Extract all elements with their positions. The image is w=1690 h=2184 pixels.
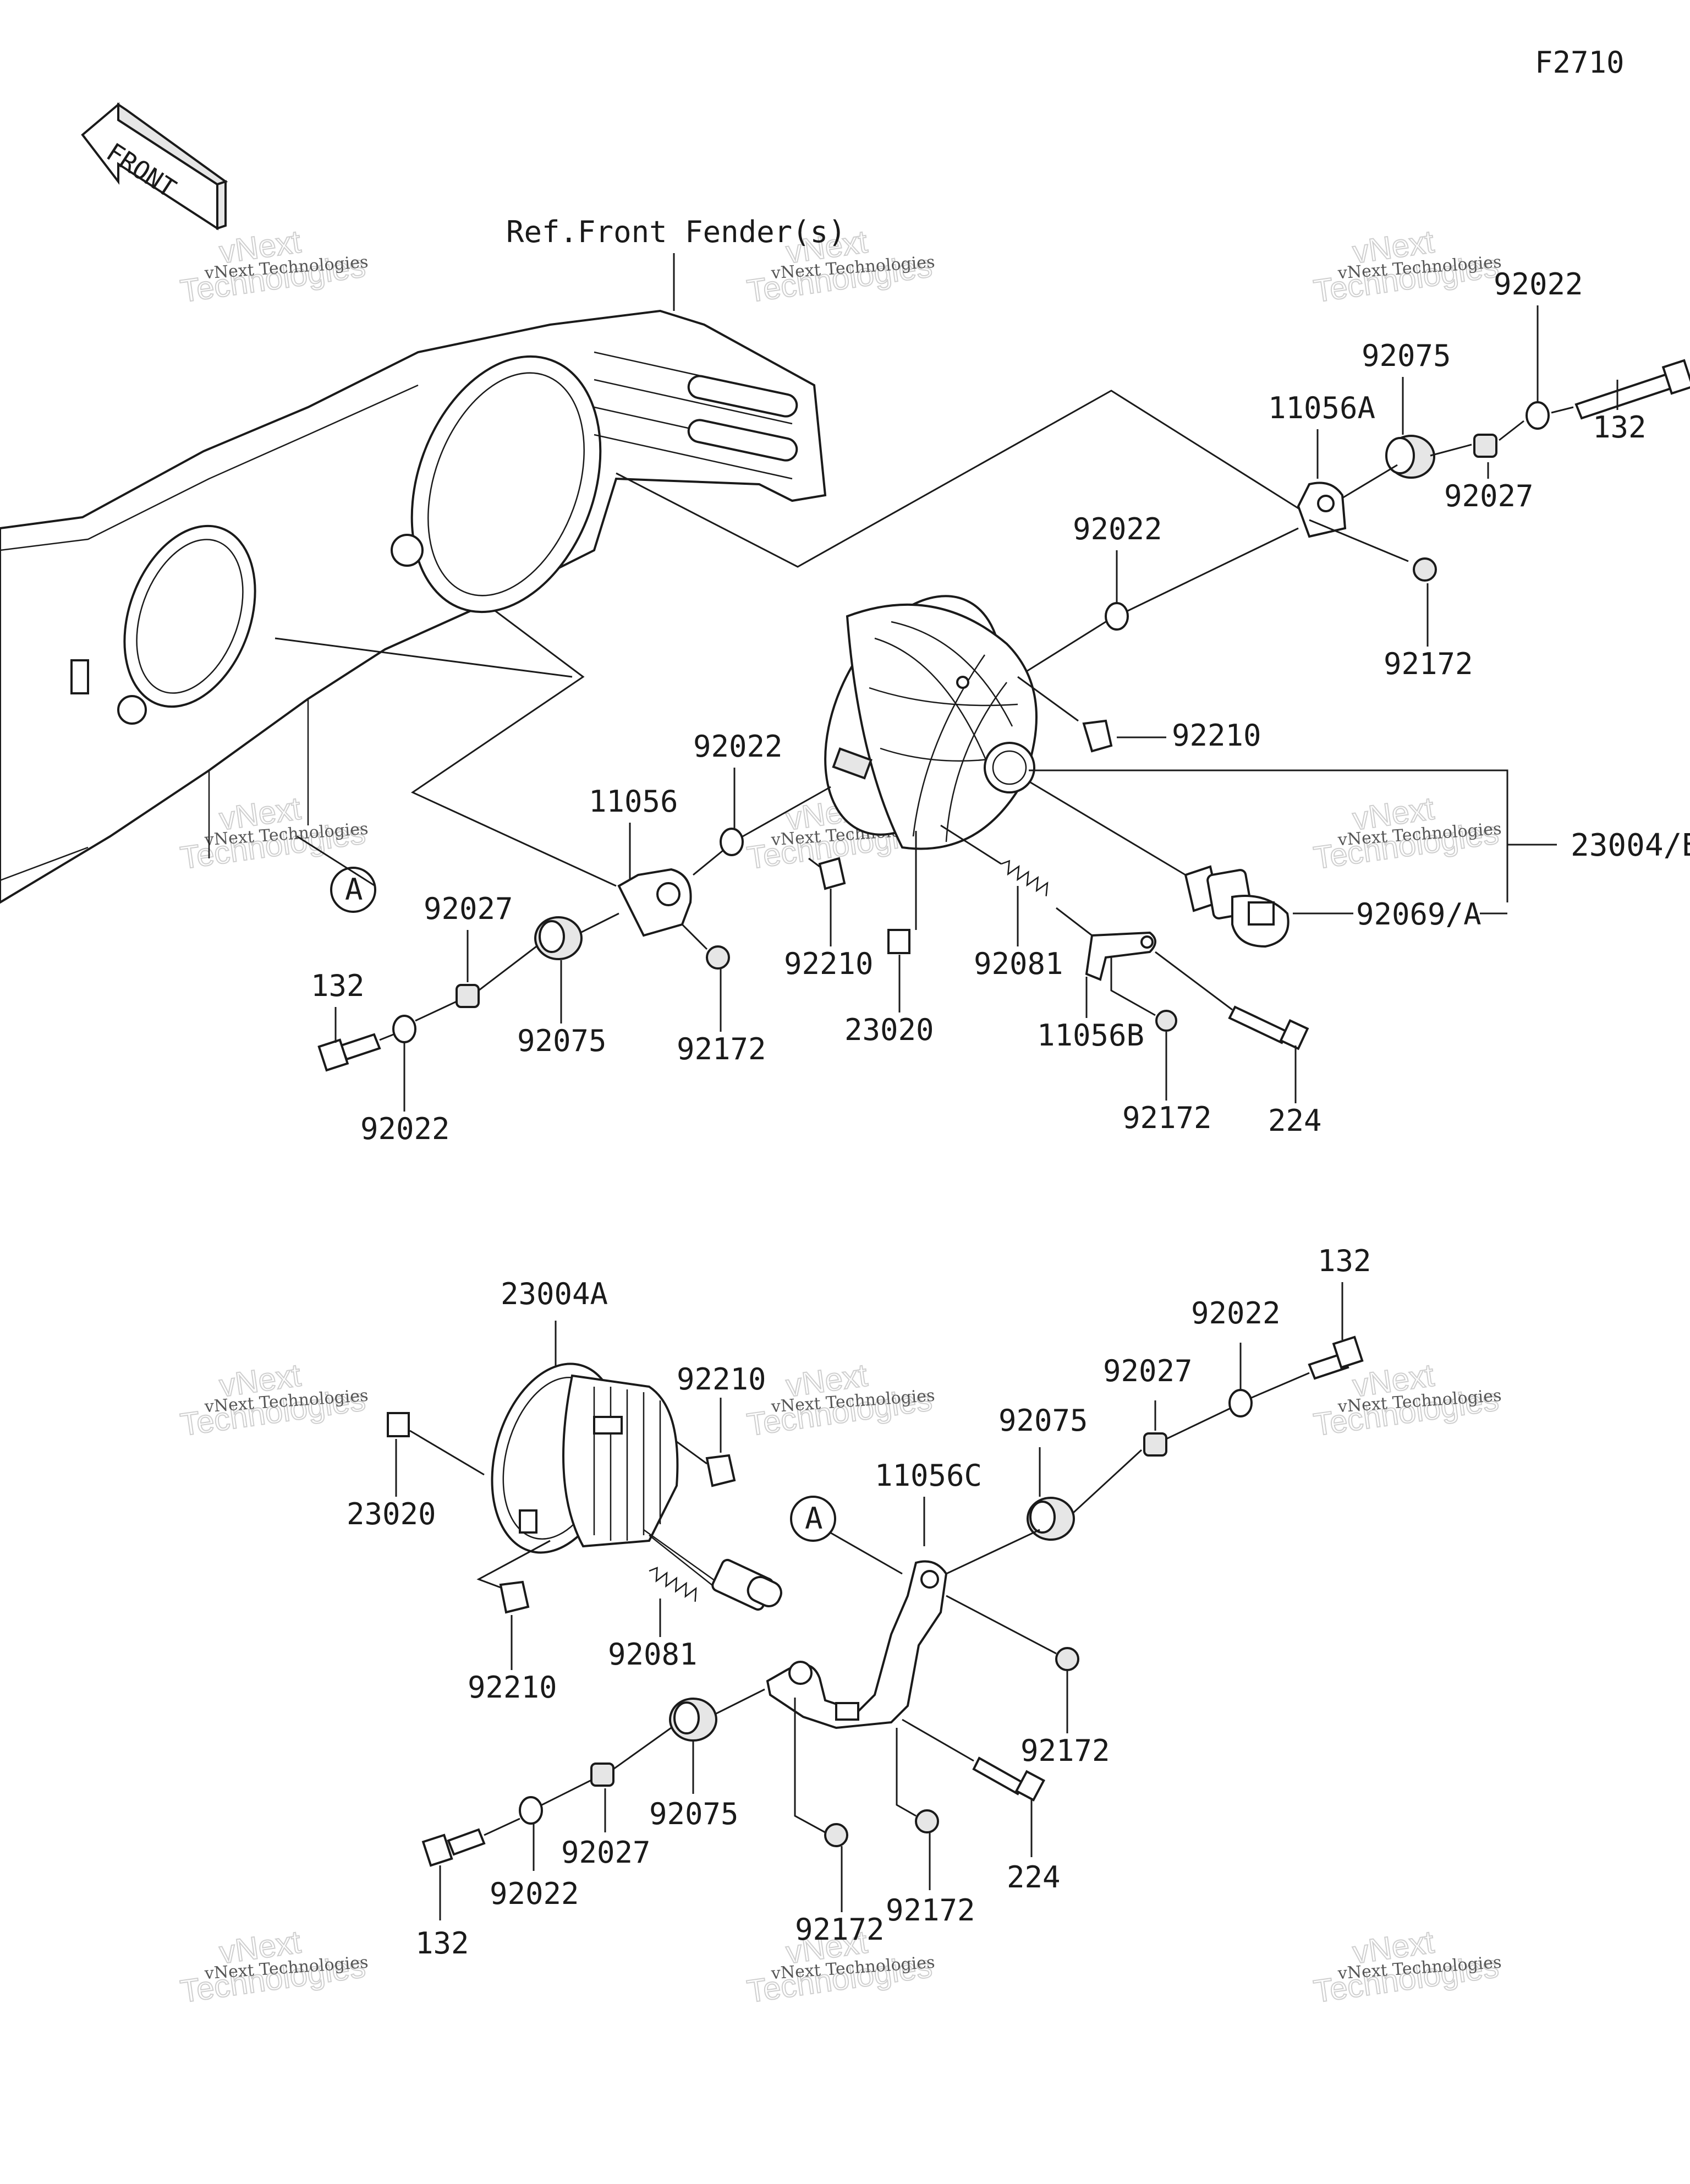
bracket-11056-group: [317, 786, 831, 1072]
bracket-11056C: [766, 1560, 948, 1729]
screw-92172: [915, 1809, 939, 1833]
screw-92172: [1155, 1010, 1177, 1032]
screw-92172: [824, 1823, 848, 1847]
washer-92022: [1526, 401, 1550, 430]
part-label: 92081: [608, 1637, 698, 1672]
part-label: 92172: [886, 1893, 975, 1928]
watermark: Technologies vNext vNext Technologies: [1311, 1924, 1502, 2011]
part-label: 11056C: [875, 1458, 982, 1493]
nut-23020: [887, 929, 910, 954]
bolt-224: [972, 1756, 1025, 1796]
screw-92172: [1055, 1647, 1079, 1671]
part-label: 11056: [589, 784, 678, 819]
bracket-11056B: [1085, 931, 1156, 981]
part-label: 92210: [468, 1670, 557, 1705]
part-label: 92172: [677, 1032, 766, 1066]
collar-92027: [590, 1762, 614, 1787]
part-labels: 92022 132 92075 11056A 92027 92022 92172…: [311, 267, 1690, 1961]
part-label: 92172: [795, 1912, 885, 1947]
collar-92027: [456, 984, 480, 1008]
watermark: Technologies vNext vNext Technologies: [1311, 790, 1502, 877]
bolt-132: [447, 1828, 486, 1856]
part-label: 92027: [1444, 479, 1534, 513]
washer-92022: [392, 1015, 416, 1043]
screw-92172: [1413, 557, 1437, 582]
bulb-92069A: [1184, 865, 1290, 948]
part-label: 92210: [677, 1362, 766, 1397]
assembly-line: [275, 637, 573, 678]
headlight-23004B: [824, 595, 1038, 850]
callout-a-text: A: [345, 872, 363, 907]
part-label: 92027: [424, 891, 513, 926]
watermark: Technologies vNext vNext Technologies: [744, 223, 936, 310]
bolt-132: [339, 1033, 381, 1061]
part-label: 132: [1593, 410, 1647, 445]
watermark: Technologies vNext vNext Technologies: [744, 1357, 936, 1444]
part-label: 92210: [1172, 718, 1261, 753]
assembly-line: [616, 390, 1304, 568]
bolt-224: [1228, 1005, 1289, 1044]
callout-a-lower: A: [790, 1496, 836, 1542]
part-label: 92075: [1362, 338, 1451, 373]
ref-front-fender-label: Ref.Front Fender(s): [506, 215, 846, 249]
part-label: 92022: [1073, 512, 1162, 546]
bracket-11056A-group: [1297, 359, 1690, 582]
collar-92027: [1473, 434, 1497, 458]
screw-92172: [706, 945, 730, 970]
callout-a-text: A: [805, 1501, 823, 1536]
washer-92022: [1105, 602, 1129, 631]
watermark: Technologies vNext vNext Technologies: [1311, 223, 1502, 310]
part-label: 92027: [561, 1835, 651, 1870]
part-label: 132: [1318, 1244, 1371, 1278]
part-label: 92172: [1122, 1101, 1212, 1135]
part-label: 23020: [347, 1497, 436, 1531]
part-label: 11056B: [1037, 1018, 1144, 1053]
front-fender-illustration: [0, 309, 827, 904]
callout-a-upper: A: [297, 835, 376, 913]
part-label: 132: [311, 968, 365, 1003]
watermark: Technologies vNext vNext Technologies: [178, 1357, 369, 1444]
clip-92210: [499, 1580, 530, 1614]
collar-92027: [1143, 1432, 1167, 1457]
part-label: 224: [1007, 1860, 1061, 1895]
front-arrow-icon: FRONT: [81, 102, 228, 231]
watermark: Technologies vNext vNext Technologies: [178, 1924, 369, 2011]
washer-92022: [720, 828, 744, 856]
part-label: 92022: [1494, 267, 1583, 302]
part-label: 92172: [1384, 647, 1473, 681]
part-label: 92210: [784, 946, 874, 981]
assembly-line: [410, 610, 617, 887]
part-label: 92027: [1103, 1354, 1193, 1388]
clip-92210: [705, 1454, 736, 1487]
part-label: 92075: [998, 1403, 1088, 1438]
figure-code: F2710: [1535, 45, 1625, 80]
part-label: 23004A: [501, 1277, 608, 1311]
part-label: 132: [415, 1926, 469, 1961]
clip-92210: [818, 857, 846, 890]
nut-23020: [387, 1412, 410, 1437]
part-label: 92081: [974, 946, 1063, 981]
part-label: 92172: [1020, 1733, 1110, 1768]
spring-92081: [1001, 860, 1049, 896]
headlight-23004A: [491, 1362, 679, 1554]
part-label: 92022: [360, 1112, 450, 1146]
part-label: 92075: [517, 1023, 607, 1058]
washer-92022: [519, 1796, 543, 1825]
part-label: 92022: [1191, 1296, 1281, 1331]
clip-92210: [1082, 719, 1113, 753]
watermark: Technologies vNext vNext Technologies: [178, 223, 369, 310]
part-label: 23020: [844, 1012, 934, 1047]
part-label: 92075: [649, 1797, 739, 1831]
part-label: 224: [1268, 1103, 1322, 1138]
part-label: 11056A: [1268, 391, 1375, 425]
part-label: 92069/A: [1356, 897, 1482, 932]
washer-92022: [1228, 1389, 1253, 1417]
part-label: 23004/B: [1571, 828, 1690, 863]
connector-icon: [711, 1558, 782, 1611]
spring-92081: [649, 1567, 697, 1602]
leader-line: [1029, 769, 1508, 902]
part-label: 92022: [490, 1876, 579, 1911]
part-label: 92022: [693, 729, 783, 764]
